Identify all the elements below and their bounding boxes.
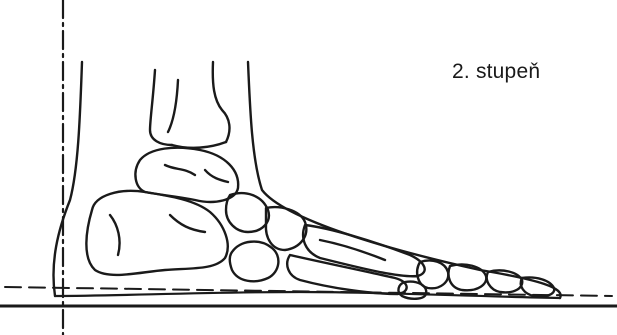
midfoot-bones bbox=[226, 193, 306, 281]
stage-label: 2. stupeň bbox=[452, 60, 540, 84]
calcaneus-bone bbox=[86, 191, 227, 275]
metatarsal-bones bbox=[287, 225, 424, 294]
tibia-fibula bbox=[150, 62, 229, 148]
leg-outline bbox=[53, 62, 560, 298]
sole-outline bbox=[55, 292, 560, 298]
